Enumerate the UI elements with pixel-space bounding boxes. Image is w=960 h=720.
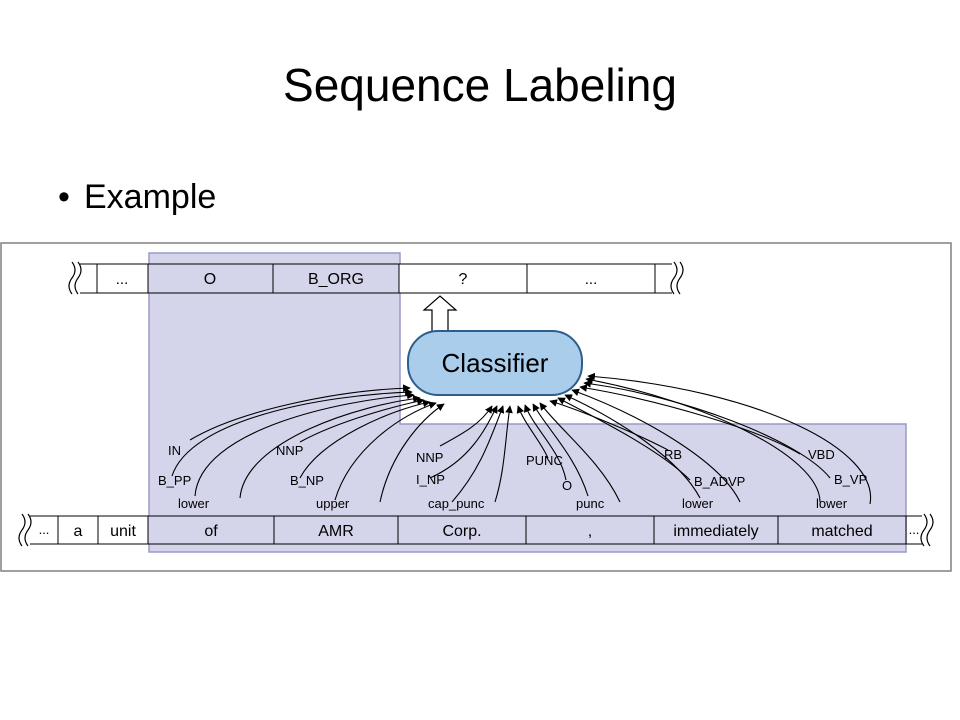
feature-label: B_NP	[290, 473, 324, 488]
bullet-symbol: •	[58, 178, 70, 216]
output-tag: O	[204, 271, 216, 288]
sequence-labeling-diagram: ... O B_ORG ? ... Classifier	[0, 242, 952, 572]
feature-label: PUNC	[526, 453, 563, 468]
output-tag: ?	[459, 271, 468, 288]
feature-label: B_ADVP	[694, 474, 745, 489]
bullet-item: • Example	[58, 178, 216, 217]
input-cell	[397, 515, 527, 545]
feature-label: I_NP	[416, 472, 445, 487]
feature-label: IN	[168, 443, 181, 458]
input-token: ...	[39, 522, 50, 537]
break-mark-right	[670, 261, 678, 295]
break-mark-right	[926, 513, 934, 547]
input-token: ...	[909, 522, 920, 537]
feature-label: NNP	[416, 450, 443, 465]
break-mark-right	[920, 513, 928, 547]
input-token: immediately	[673, 523, 758, 540]
feature-label: O	[562, 478, 572, 493]
output-cell	[96, 263, 149, 294]
output-cell	[147, 263, 274, 294]
feature-label: lower	[682, 496, 714, 511]
slide-title: Sequence Labeling	[283, 59, 677, 111]
input-token: a	[74, 523, 83, 540]
break-mark-left	[24, 513, 32, 547]
output-tag: ...	[116, 271, 129, 288]
break-mark-right	[676, 261, 684, 295]
input-cell	[97, 515, 149, 545]
bullet-text: Example	[84, 178, 217, 216]
context-window	[148, 252, 907, 553]
break-mark-left	[68, 261, 76, 295]
input-token: AMR	[318, 523, 354, 540]
feature-label: lower	[178, 496, 210, 511]
input-cell	[653, 515, 779, 545]
input-token: of	[204, 523, 218, 540]
input-cell	[777, 515, 907, 545]
input-row: ... a unit of AMR Corp. , immediately ma…	[18, 513, 934, 547]
classifier-box	[407, 330, 583, 396]
output-arrow	[422, 295, 458, 333]
output-tag: B_ORG	[308, 271, 364, 288]
feature-label: VBD	[808, 447, 835, 462]
output-cell	[272, 263, 400, 294]
feature-label: B_PP	[158, 473, 191, 488]
input-token: Corp.	[442, 523, 481, 540]
feature-label: NNP	[276, 443, 303, 458]
input-cell	[147, 515, 275, 545]
output-cell	[526, 263, 656, 294]
feature-label: cap_punc	[428, 496, 485, 511]
feature-arrows	[171, 372, 872, 505]
feature-label: upper	[316, 496, 350, 511]
feature-label: punc	[576, 496, 605, 511]
feature-label: lower	[816, 496, 848, 511]
classifier-label: Classifier	[442, 348, 549, 378]
feature-labels: IN B_PP lower NNP B_NP upper NNP I_NP ca…	[158, 443, 867, 511]
feature-label: B_VP	[834, 472, 867, 487]
output-row: ... O B_ORG ? ...	[68, 261, 684, 295]
input-token: matched	[811, 523, 872, 540]
feature-label: RB	[664, 447, 682, 462]
input-cell	[57, 515, 99, 545]
break-mark-left	[74, 261, 82, 295]
output-tag: ...	[585, 271, 598, 288]
break-mark-left	[18, 513, 26, 547]
input-token: unit	[110, 523, 136, 540]
input-token: ,	[588, 523, 592, 540]
